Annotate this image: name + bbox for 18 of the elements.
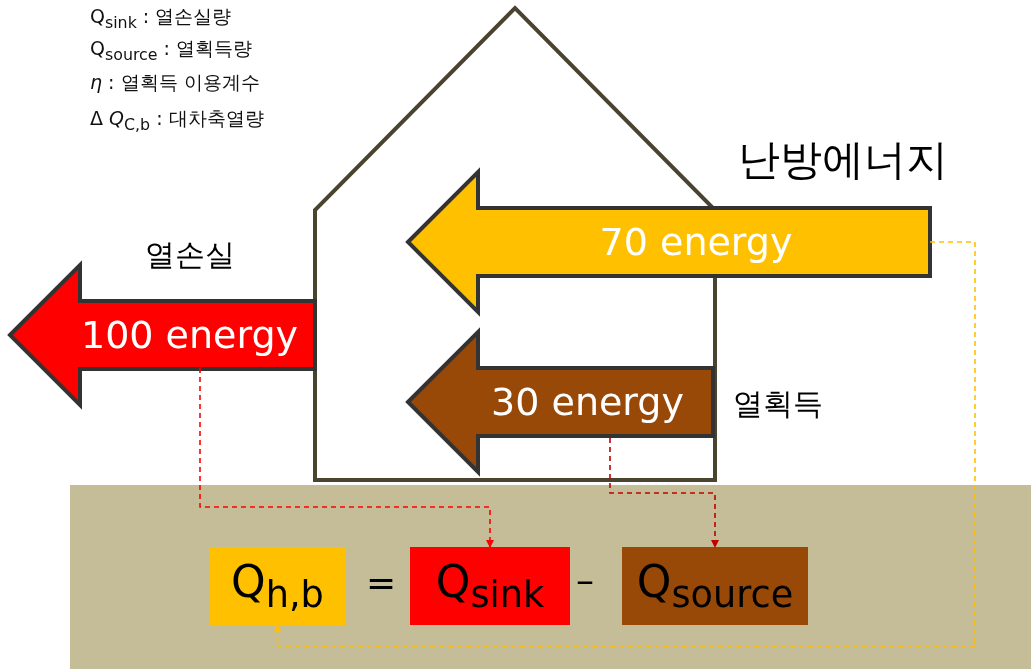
definition-text: η : 열획득 이용계수 — [90, 70, 260, 95]
formula-box: Q$_{source}$ — [622, 547, 808, 625]
dashed-connector — [199, 367, 494, 548]
arrow-label: 100 energy — [81, 313, 298, 357]
definition-text: Δ Q$_{C,b}$ : 대차축열량 — [90, 106, 264, 134]
definition-text: Q$_{sink}$ : 열손실량 — [90, 4, 232, 32]
formula-box: Q$_{h,b}$ — [209, 547, 346, 625]
operator-sign: – — [576, 560, 594, 601]
definition-text: Q$_{source}$ : 열획득량 — [90, 36, 252, 64]
arrow-label: 70 energy — [599, 220, 793, 264]
formula-box: Q$_{sink}$ — [410, 547, 570, 625]
arrow-label: 30 energy — [491, 380, 684, 424]
caption-text: 난방에너지 — [738, 134, 948, 186]
dashed-connector — [609, 437, 719, 548]
caption-text: 열손실 — [145, 236, 235, 274]
dashed-connector — [273, 241, 976, 648]
caption-text: 열획득 — [733, 385, 823, 423]
operator-sign: = — [366, 562, 397, 603]
